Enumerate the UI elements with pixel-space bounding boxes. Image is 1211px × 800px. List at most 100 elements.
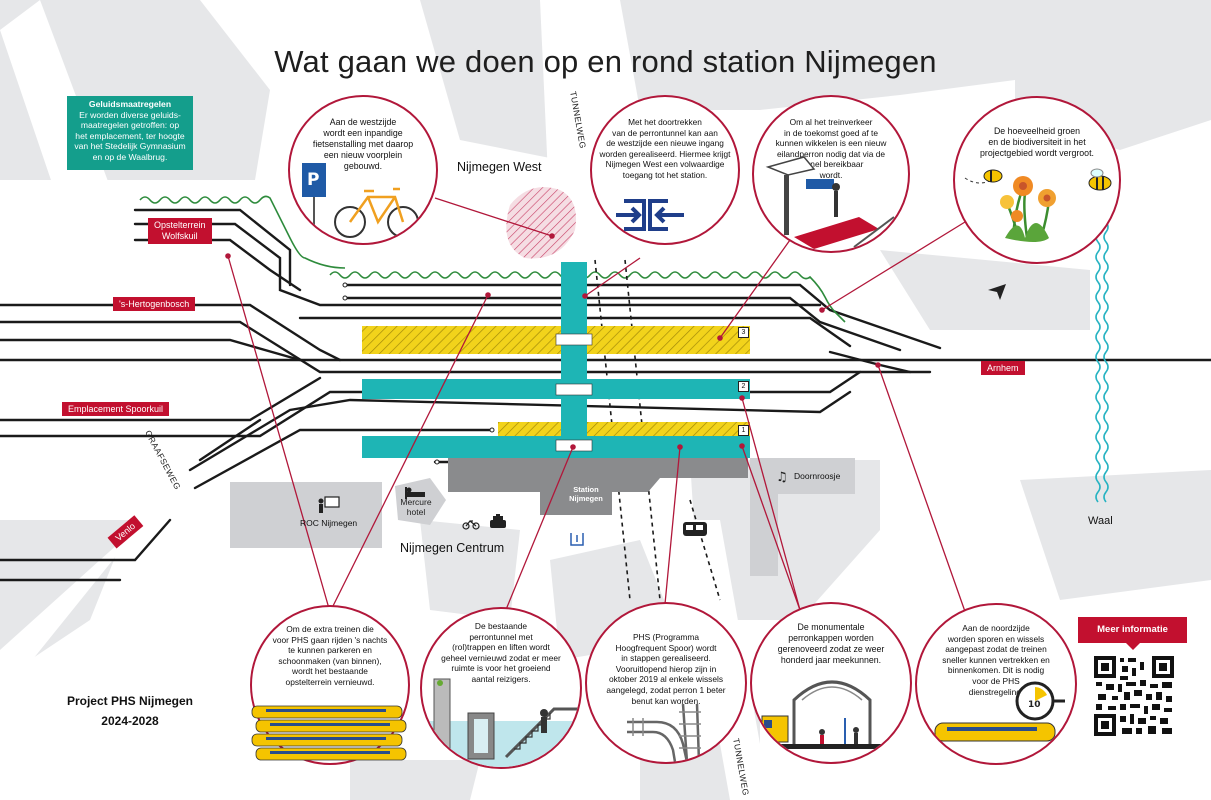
bicycle-icon [334, 187, 419, 238]
bubble-line: van de perrontunnel kan aan [612, 127, 718, 138]
bus-icon [683, 522, 707, 536]
label-station-line2: Nijmegen [569, 494, 603, 503]
clock-icon: 10 [934, 681, 1065, 742]
bubble-line: wordt. [819, 169, 843, 180]
flowers-icon [964, 169, 1056, 242]
label-station-line1: Station [573, 485, 599, 494]
bubble-line: honderd jaar meekunnen. [780, 655, 882, 665]
bubble-line: voor PHS gaan rijden 's nachts [272, 634, 388, 645]
more-info-pointer [1125, 642, 1141, 650]
bubble-north-side: Aan de noordzijde worden sporen en wisse… [915, 603, 1077, 765]
taxi-icon [490, 514, 506, 528]
bubble-line: De monumentale [797, 622, 865, 632]
bubble-line: Aan de westzijde [329, 117, 397, 127]
bubble-line: opstelterrein vernieuwd. [285, 676, 375, 687]
bubble-line: Met het doortrekken [628, 117, 702, 127]
bubble-text: Om de extra treinen die voor PHS gaan ri… [252, 624, 408, 688]
bed-icon [405, 487, 425, 499]
teacher-icon [318, 496, 340, 513]
tunnel-entrance-icon [616, 199, 684, 231]
noise-box-line: het emplacement, ter hoogte [75, 130, 185, 141]
label-mercure-line2: hotel [406, 507, 426, 517]
bubble-canopies: De monumentale perronkappen worden geren… [750, 602, 912, 764]
bubble-line: PHS (Programma [632, 632, 700, 642]
bubble-line: wordt een inpandige [323, 128, 403, 138]
bubble-text: Aan de westzijde wordt een inpandige fie… [290, 117, 436, 172]
rail-switch-icon [627, 703, 701, 762]
platform-1-extension [498, 422, 750, 436]
bubble-line: oktober 2019 al enkele wissels [608, 674, 724, 685]
svg-text:♫: ♫ [776, 470, 788, 485]
bubble-line: Vooruitlopend hierop zijn in [615, 663, 717, 674]
tag-opstelterrein-line2: Wolfskuil [161, 231, 198, 241]
music-icon: ♫ [776, 470, 788, 485]
noise-box-heading: Geluidsmaatregelen [88, 99, 172, 109]
noise-box-line: maatregelen getroffen: op [80, 120, 180, 130]
tag-arnhem: Arnhem [981, 361, 1025, 375]
bubble-line: toegang tot het station. [622, 169, 708, 180]
bubble-line: schoonmaken (van binnen), [278, 655, 382, 666]
bubble-line: Hoogfrequent Spoor) wordt [615, 642, 717, 653]
page-title: Wat gaan we doen op en rond station Nijm… [274, 44, 937, 79]
qr-code-icon[interactable] [1094, 656, 1174, 736]
bubble-line: De bestaande [474, 621, 528, 631]
bubble-text: De monumentale perronkappen worden geren… [752, 622, 910, 666]
svg-text:10: 10 [1028, 700, 1041, 710]
label-doornroosje: Doornroosje [794, 471, 841, 481]
bubble-line: de westzijde een nieuwe ingang [606, 138, 724, 149]
bubble-line: in stappen gerealiseerd. [621, 653, 711, 664]
bubble-line: geheel vernieuwd zodat er meer [441, 652, 561, 663]
bubble-line: Om al het treinverkeer [789, 117, 873, 127]
bubble-line: perrontunnel met [469, 631, 533, 642]
bubble-line: dienstregeling. [968, 686, 1024, 697]
bubble-line: ruimte is voor het groeiend [451, 663, 551, 674]
label-mercure: Mercure hotel [392, 497, 440, 517]
label-nijmegen-centrum: Nijmegen Centrum [400, 541, 505, 555]
tag-hertogenbosch: 's-Hertogenbosch [113, 297, 196, 311]
project-name: Project PHS Nijmegen [66, 694, 194, 708]
callout-dots [225, 233, 881, 450]
west-area-hatch [506, 187, 576, 259]
bubble-line: voor de PHS [972, 675, 1020, 686]
north-arrow-icon [988, 284, 1006, 300]
platform-number-2: 2 [738, 381, 749, 392]
tag-opstelterrein-line1: Opstelterrein [154, 220, 206, 230]
bubble-line: in de toekomst goed af te [783, 127, 879, 138]
bubble-line: Nijmegen West een volwaardige [605, 159, 725, 170]
bubble-line: binnenkomen. Dit is nodig [947, 665, 1045, 676]
tag-spoorkuil: Emplacement Spoorkuil [62, 402, 170, 416]
bubble-line: (rol)trappen en liften wordt [452, 642, 550, 653]
svg-text:P: P [307, 170, 319, 190]
bubble-line: De hoeveelheid groen [993, 126, 1081, 136]
roc-building [230, 482, 382, 548]
bee-icon [1088, 168, 1112, 191]
bubble-line: projectgebied wordt vergroot. [980, 148, 1094, 158]
train-icon [251, 705, 407, 761]
bubble-line: worden gerealiseerd. Hiermee krijgt [599, 148, 731, 159]
label-station: Station Nijmegen [556, 485, 616, 503]
label-waal: Waal [1088, 515, 1113, 527]
bubble-line: Aan de noordzijde [962, 623, 1030, 633]
bubble-line: te kunnen parkeren en [288, 645, 372, 656]
bubble-text: Met het doortrekken van de perrontunnel … [592, 117, 738, 181]
station-building [448, 458, 748, 515]
bubble-island-platform: Om al het treinverkeer in de toekomst go… [752, 95, 910, 253]
doornroosje-building [750, 458, 855, 494]
bubble-line: kunnen wikkelen is een nieuw [775, 138, 887, 149]
platform-canopy-icon [761, 680, 910, 749]
bubble-line: aangepast zodat de treinen [945, 644, 1047, 655]
bubble-text: De bestaande perrontunnel met (rol)trapp… [422, 621, 580, 685]
bubble-line: sneller kunnen vertrekken en [942, 654, 1050, 665]
project-years: 2024-2028 [101, 714, 159, 728]
callout-lines [227, 197, 969, 621]
label-nijmegen-west: Nijmegen West [457, 160, 542, 174]
island-platform-icon [765, 156, 905, 251]
bubble-text: De hoeveelheid groen en de biodiversitei… [955, 126, 1119, 159]
bubble-line: worden sporen en wissels [947, 633, 1045, 644]
bubble-line: aangelegd, zodat perron 1 beter [606, 684, 726, 695]
more-info-label: Meer informatie [1078, 617, 1187, 643]
bubble-line: eilandperron nodig dat via de [776, 148, 886, 159]
